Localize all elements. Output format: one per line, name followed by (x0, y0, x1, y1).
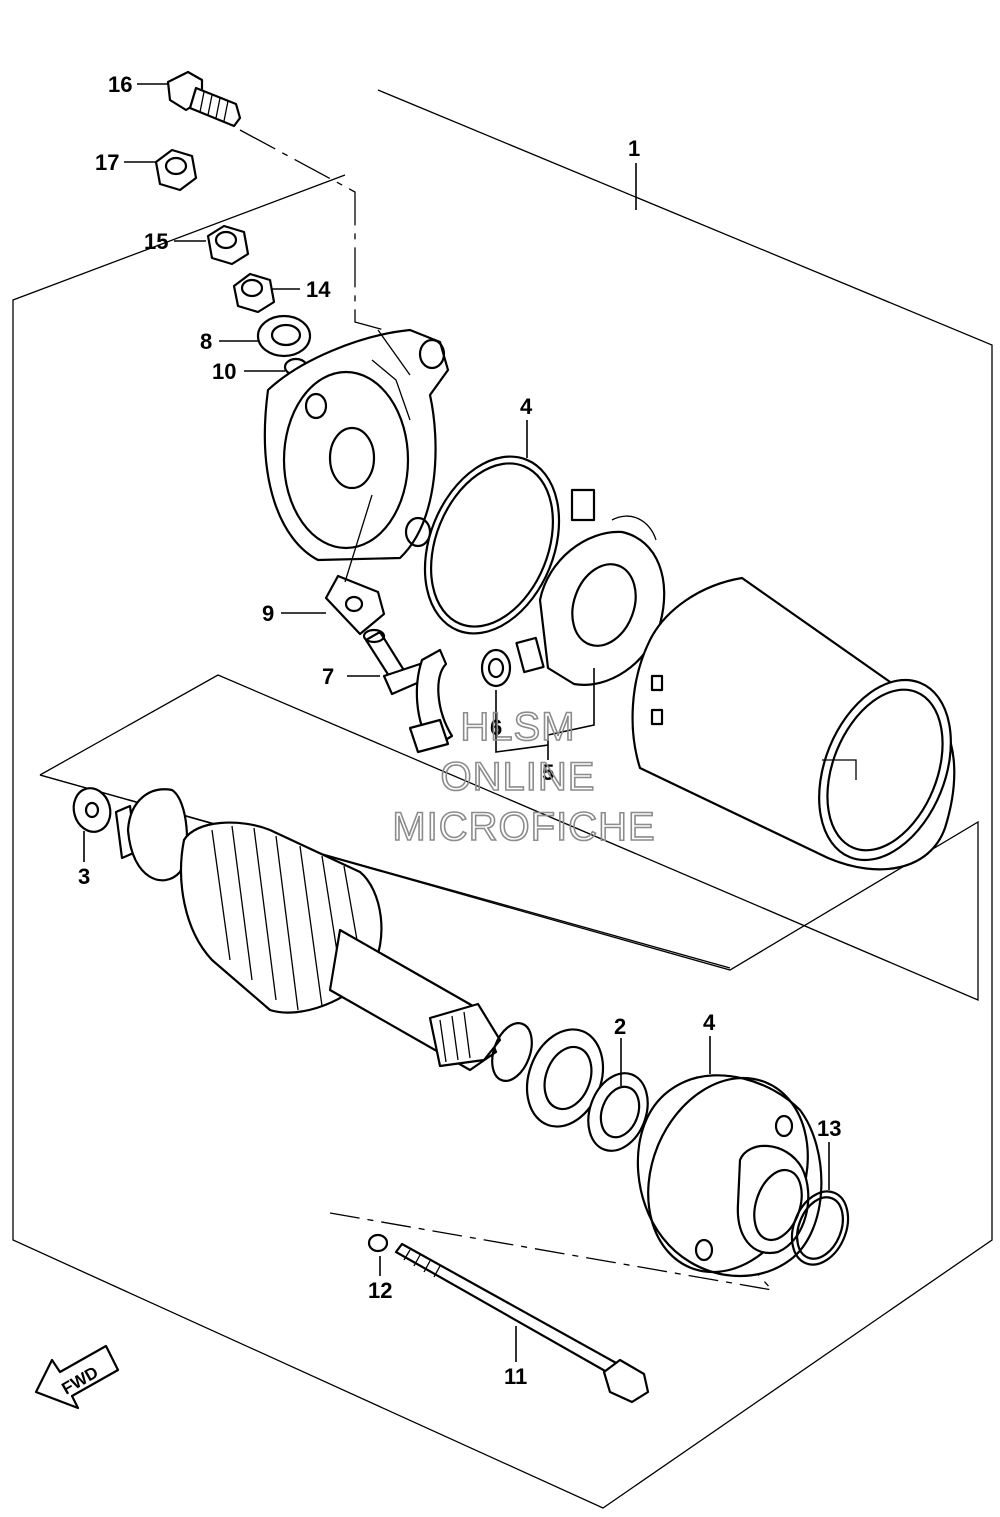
brush-holder-5 (515, 488, 666, 686)
callout-15: 15 (144, 229, 168, 254)
callout-5: 5 (542, 760, 554, 785)
watermark-line-3: MICROFICHE (392, 805, 655, 849)
terminal-bolt-7 (362, 628, 426, 696)
callout-17: 17 (95, 150, 119, 175)
callout-9: 9 (262, 601, 274, 626)
nut-14 (232, 272, 276, 314)
yoke-housing (631, 576, 956, 871)
front-housing-4 (636, 1074, 823, 1277)
callout-11: 11 (504, 1364, 527, 1389)
callout-3: 3 (78, 864, 90, 889)
washer-3 (72, 787, 112, 833)
armature (114, 788, 502, 1072)
snap-ring (491, 1022, 533, 1082)
brush-lead (408, 648, 454, 754)
seal-8 (256, 314, 312, 358)
callout-14: 14 (306, 277, 331, 302)
callouts: 1 2 3 4 4 5 6 7 8 9 10 11 12 13 14 15 16… (78, 72, 841, 1389)
callout-8: 8 (200, 329, 212, 354)
leader-lines (83, 83, 830, 1362)
nut-15 (206, 224, 250, 266)
callout-2: 2 (614, 1014, 626, 1039)
o-ring-13 (790, 1190, 850, 1266)
o-ring-12 (367, 1233, 389, 1253)
callout-4-lower: 4 (703, 1010, 716, 1035)
callout-6: 6 (490, 715, 502, 740)
brush-6 (480, 648, 512, 688)
fwd-arrow-icon: FWD (34, 1344, 120, 1410)
callout-1: 1 (628, 136, 640, 161)
through-bolt-11 (394, 1242, 650, 1404)
bolt-16 (166, 70, 242, 128)
callout-12: 12 (368, 1278, 392, 1303)
callout-7: 7 (322, 664, 334, 689)
callout-10: 10 (212, 359, 236, 384)
watermark: HLSM ONLINE MICROFICHE (392, 704, 656, 850)
callout-4-upper: 4 (520, 394, 533, 419)
bearing-housing (525, 1028, 605, 1128)
callout-16: 16 (108, 72, 132, 97)
plate-9 (324, 494, 386, 636)
rear-housing (263, 328, 450, 562)
watermark-line-2: ONLINE (441, 755, 596, 799)
watermark-line-1: HLSM (460, 705, 575, 749)
o-ring-4-upper (423, 455, 561, 635)
bearing-2 (587, 1072, 649, 1152)
callout-13: 13 (817, 1116, 841, 1141)
nut-17 (154, 148, 198, 192)
